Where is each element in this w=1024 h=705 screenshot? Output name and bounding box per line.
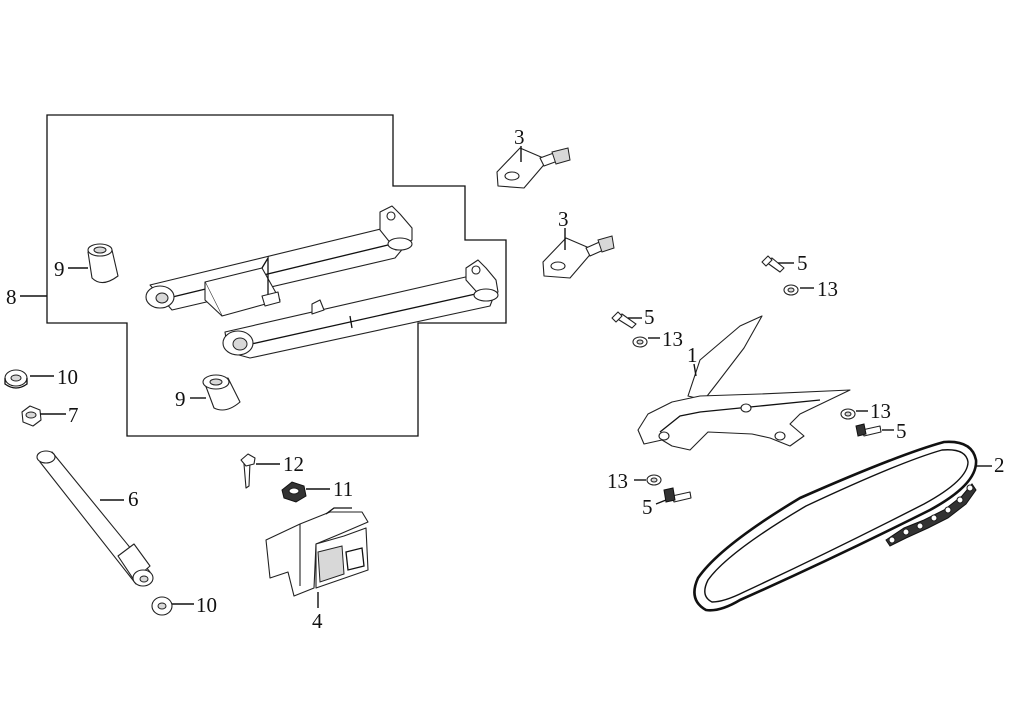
bolt-5-top (761, 255, 785, 273)
washer-13-bottom (646, 474, 662, 486)
bolt-5-left (611, 311, 637, 329)
chain-slider (265, 507, 369, 597)
callout-5-left: 5 (644, 305, 655, 329)
callout-4: 4 (312, 609, 323, 633)
leader-lines (20, 146, 992, 608)
callout-12: 12 (283, 452, 304, 476)
callout-13-right: 13 (870, 399, 891, 423)
callout-13-left: 13 (662, 327, 683, 351)
callout-9-lower: 9 (175, 387, 186, 411)
callout-13-top: 13 (817, 277, 838, 301)
chain-adjuster-lower (542, 235, 615, 279)
bushing-upper (87, 243, 119, 284)
callout-10-lower: 10 (196, 593, 217, 617)
nut-11 (281, 481, 307, 503)
swing-arm (145, 205, 499, 359)
nut-7 (21, 405, 42, 427)
callout-2: 2 (994, 453, 1005, 477)
callout-5-bottom: 5 (642, 495, 653, 519)
washer-13-left (632, 336, 648, 348)
assembly-outline-8 (46, 114, 507, 437)
callout-8: 8 (6, 285, 17, 309)
washer-10-lower (151, 596, 173, 616)
washer-13-right (840, 408, 856, 420)
bolt-5-right (855, 423, 882, 437)
callout-11: 11 (333, 477, 353, 501)
pivot-axle (36, 450, 154, 587)
bushing-lower (202, 374, 241, 411)
callout-9-upper: 9 (54, 257, 65, 281)
callout-13-bottom: 13 (607, 469, 628, 493)
bolt-5-bottom (663, 487, 692, 503)
callout-7: 7 (68, 403, 79, 427)
washer-13-top (783, 284, 799, 296)
callout-5-right: 5 (896, 419, 907, 443)
chain-adjuster-upper (496, 147, 571, 189)
bolt-12 (240, 453, 256, 489)
callout-3-upper: 3 (514, 125, 525, 149)
chain-guard (637, 315, 851, 451)
callout-10-upper: 10 (57, 365, 78, 389)
callout-6: 6 (128, 487, 139, 511)
drive-chain (693, 440, 978, 612)
nut-10-upper (4, 369, 28, 389)
chain-links (888, 484, 974, 544)
callout-1: 1 (687, 343, 698, 367)
callout-3-lower: 3 (558, 207, 569, 231)
callout-5-top: 5 (797, 251, 808, 275)
